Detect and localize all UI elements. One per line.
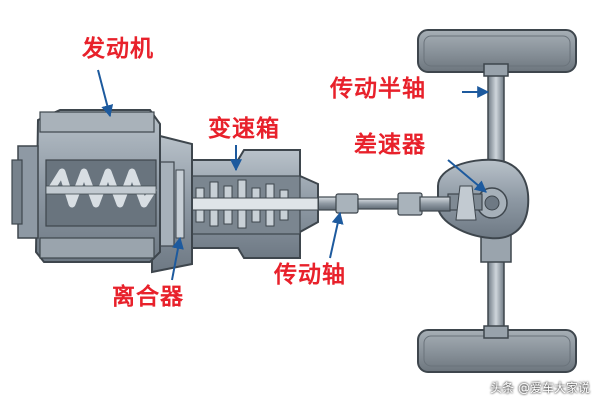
differential-housing [437,158,530,240]
driveshaft-leader-arrow [329,211,344,259]
half-shaft-label: 传动半轴 [330,76,426,102]
clutch-label: 离合器 [112,284,184,310]
engine-leader-arrow [97,69,114,118]
transmission-housing [179,149,319,259]
transmission-label: 变速箱 [208,116,280,142]
leader-lines [97,69,490,281]
front-tire [417,29,577,73]
driveshaft-assembly [299,192,451,216]
engine-block [11,109,161,263]
clutch-leader-arrow [171,236,184,281]
driveshaft-label: 传动轴 [274,262,346,288]
watermark: 头条 @爱车大家说 [490,381,590,395]
differential-label: 差速器 [354,132,426,158]
engine-label: 发动机 [82,36,154,62]
differential-leader-arrow [447,159,487,193]
